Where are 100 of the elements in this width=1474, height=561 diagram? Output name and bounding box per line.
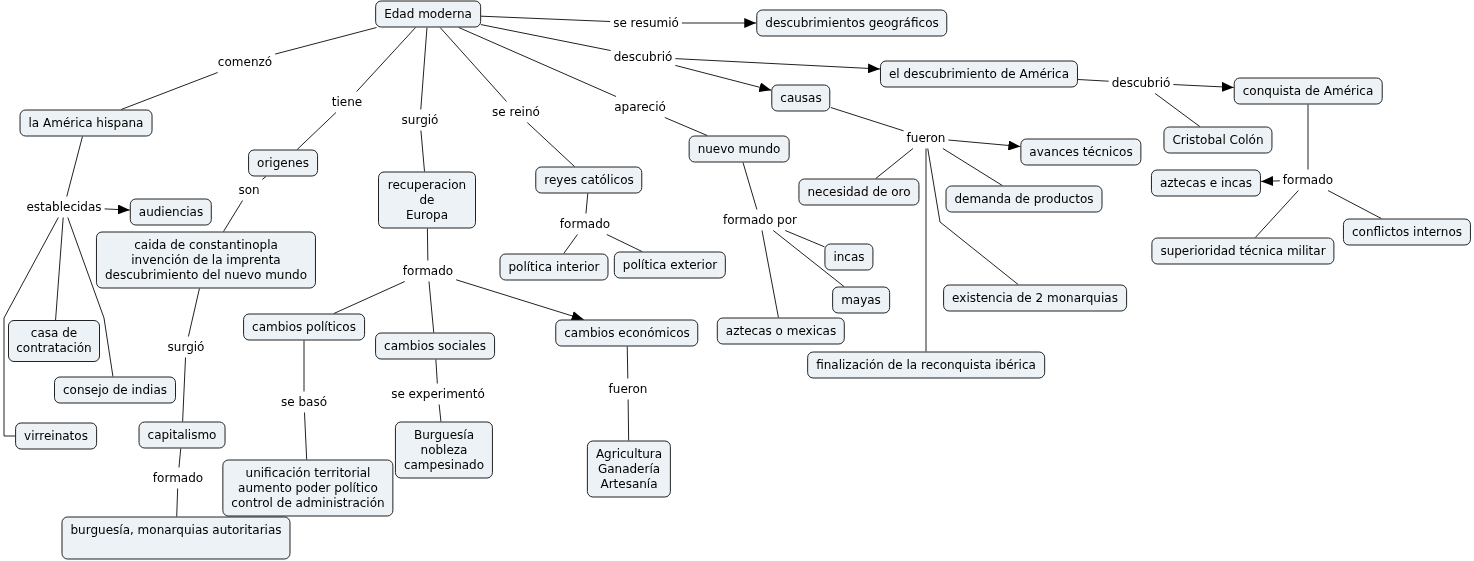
connector-line [223,200,244,232]
linking-phrase: se resumió [613,15,679,31]
concept-node [771,84,831,112]
concept-text: causas [780,90,822,106]
linking-phrase: establecidas [26,199,102,215]
concept-node [1150,169,1262,197]
concept-text: descubrimientos geográficos [765,15,939,31]
concept-text: nobleza [420,442,468,458]
linking-phrase: fueron [608,381,648,397]
concept-node [798,178,920,206]
connector-line [626,346,629,379]
connector-line [830,107,905,132]
connector-line [627,399,630,441]
concept-node [1342,218,1472,246]
arrow [1172,81,1235,92]
concept-text: política exterior [622,257,718,273]
connector-line [761,230,779,318]
concept-node [243,313,365,341]
concept-text: nuevo mundo [697,141,781,157]
concept-text: Cristobal Colón [1172,132,1264,148]
linking-phrase: surgió [167,339,205,355]
connector-line [606,234,643,252]
connector-line [439,27,508,102]
arrow [947,139,1021,151]
concept-node [1020,138,1142,166]
connector-line [942,148,1003,186]
arrow [674,64,772,93]
concept-node [8,320,100,362]
connector-line [274,27,378,55]
connector-line [176,488,179,517]
concept-node [879,60,1079,88]
concept-text: origenes [257,155,309,171]
connector-line [438,404,442,422]
concept-text: reyes católicos [544,172,634,188]
connector-line [1307,104,1309,170]
connector-line [435,359,438,384]
concept-node [555,319,699,347]
concept-text: Artesanía [600,476,658,492]
linking-phrase: surgió [401,112,439,128]
concept-text: avances técnicos [1029,144,1133,160]
connector-line [120,72,219,110]
linking-phrase: tiene [331,94,363,110]
connector-line [356,27,417,92]
concept-text: casa de contratación [15,326,93,356]
concept-node [375,0,481,28]
concept-text: el descubrimiento de América [888,66,1070,82]
concept-text: necesidad de oro [807,184,911,200]
concept-text: Burguesía [413,427,475,443]
concept-text: Edad moderna [384,6,472,22]
concept-node [1151,237,1335,265]
arrow [1260,176,1281,187]
concept-node [129,198,213,226]
connector-line [187,288,200,337]
connector-line [664,117,708,136]
concept-text: aztecas e incas [1159,175,1253,191]
concept-node [375,332,495,360]
concept-node [1233,77,1383,105]
linking-phrase: formado por [723,212,797,228]
concept-text: mayas [841,292,881,308]
arrow [681,18,757,28]
concept-text: consejo de indias [63,382,167,398]
linking-phrase: son [238,182,260,198]
concept-text: cambios sociales [384,338,486,354]
concept-node [54,376,176,404]
connector-line [420,27,428,110]
connector-line [1254,190,1299,238]
concept-text: descubrimiento del nuevo mundo [104,267,308,283]
concept-text: caida de constantinopla [134,237,278,253]
concept-text: finalización de la reconquista ibérica [816,357,1036,373]
concept-text: campesinado [403,457,485,473]
concept-node [378,171,476,229]
connector-line [458,27,617,97]
concept-node [832,286,890,314]
linking-phrase: se basó [281,394,327,410]
linking-phrase: descubrió [1111,75,1171,91]
concept-text: incas [833,249,865,265]
connector-line [303,340,305,392]
connector-line [420,130,425,172]
connector-line [1327,190,1382,219]
connector-line [304,412,308,460]
connector-line [66,136,83,197]
concept-text: Ganadería [597,461,661,477]
concept-text: virreinatos [24,428,88,444]
concept-node [824,243,874,271]
concept-node [943,284,1127,312]
connector-line [1077,79,1110,82]
concept-node [613,251,727,279]
concept-node [499,253,609,281]
connector-line [428,281,435,333]
linking-phrase: se experimentó [391,386,485,402]
connector-line [296,112,337,150]
concept-node [138,421,226,449]
concept-node [15,422,97,450]
linking-phrase: se reinó [492,104,540,120]
linking-phrase: comenzó [217,54,273,70]
connector-line [925,148,927,352]
concept-text: política interior [508,259,600,275]
linking-phrase: descubrió [613,49,673,65]
concept-node [394,421,494,479]
concept-node [19,109,153,137]
